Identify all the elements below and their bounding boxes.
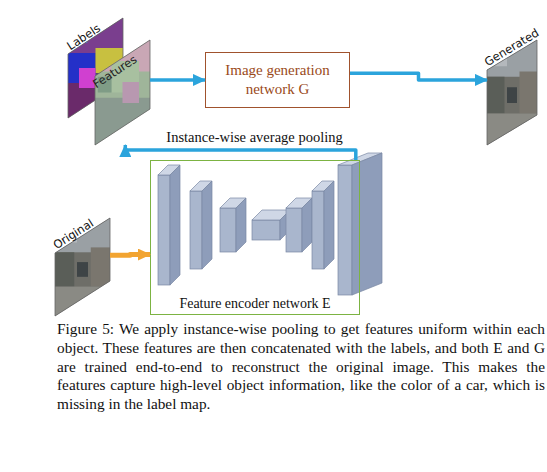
- network-box: Image generation network G: [205, 52, 350, 108]
- graphic-part: [338, 165, 352, 295]
- graphic-part: [95, 40, 150, 145]
- graphic-part: [55, 252, 74, 286]
- graphic-part: [520, 72, 538, 114]
- graphic-part: [252, 220, 280, 240]
- network-label: Image generation network G: [220, 61, 335, 99]
- graphic-part: [312, 191, 324, 269]
- graphic-part: [158, 153, 382, 295]
- graphic-part: [190, 191, 202, 269]
- flow-arrow: [350, 73, 487, 80]
- graphic-part: [95, 40, 150, 145]
- graphic-part: [158, 175, 170, 285]
- edge-label: Instance-wise average pooling: [166, 129, 342, 146]
- graphic-part: [352, 153, 382, 295]
- graphic-part: [324, 181, 334, 269]
- image-shape: [95, 40, 150, 145]
- graphic-part: [220, 208, 236, 252]
- encoder-label: Feature encoder network E: [179, 296, 330, 312]
- graphic-part: [302, 198, 312, 252]
- image-panel: Original: [55, 218, 110, 316]
- graphic-part: [236, 198, 246, 252]
- figure-caption: Figure 5: We apply instance-wise pooling…: [57, 320, 545, 414]
- graphic-part: [123, 82, 140, 103]
- graphic-part: [95, 40, 150, 145]
- flow-arrow: [125, 145, 355, 160]
- graphic-part: [91, 247, 110, 286]
- flow-arrow: [150, 78, 205, 82]
- image-panel: Generated: [487, 40, 537, 145]
- graphic-part: [55, 287, 110, 316]
- graphic-part: [487, 77, 505, 114]
- image-panel: Features: [95, 40, 150, 145]
- graphic-part: [286, 208, 302, 252]
- graphic-part: [170, 165, 180, 285]
- encoder-box: Feature encoder network E: [150, 160, 360, 315]
- graphic-part: [202, 181, 212, 269]
- graphic-part: [507, 87, 517, 103]
- graphic-part: [77, 262, 88, 277]
- graphic-part: [95, 98, 150, 145]
- flow-arrow: [110, 252, 150, 258]
